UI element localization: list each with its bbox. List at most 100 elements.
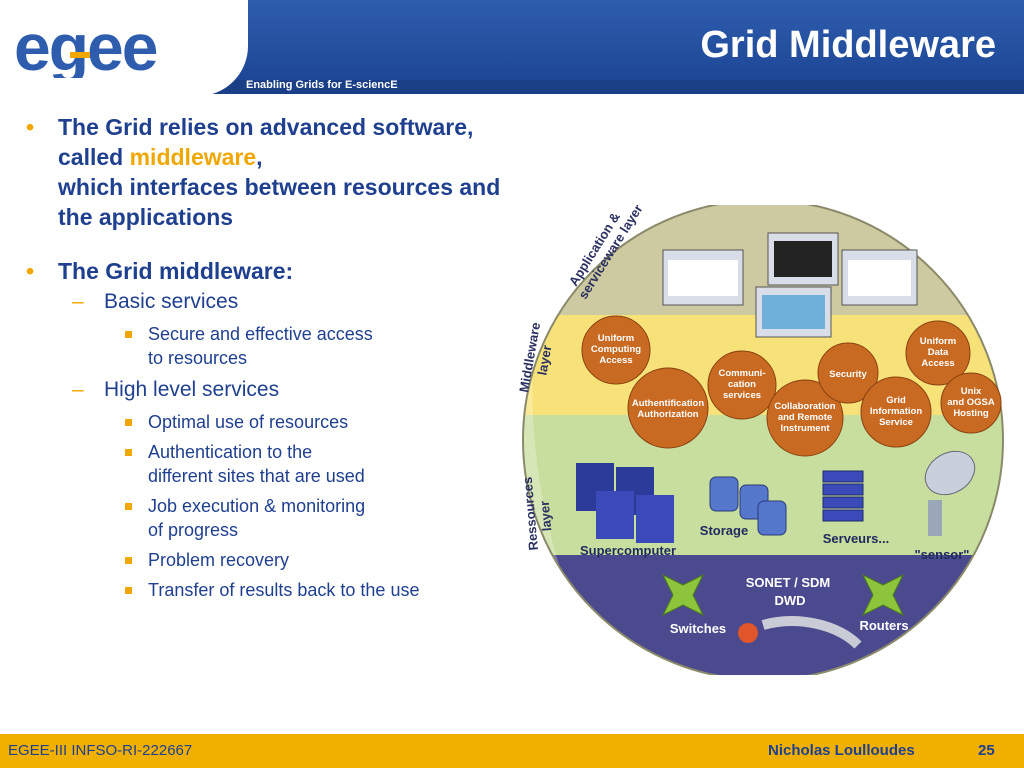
- bullet-text: The Grid relies on advanced software, ca…: [58, 114, 474, 170]
- middleware-layers-diagram: Application &serviceware layer Middlewar…: [516, 205, 1004, 675]
- item-transfer-results: Transfer of results back to the use: [20, 578, 520, 602]
- sub-bullet-high-level-services: – High level services: [20, 376, 520, 404]
- item-text: Problem recovery: [148, 550, 290, 570]
- item-text: Transfer of results back to the use: [148, 580, 420, 600]
- collaboration-circle: [766, 379, 844, 457]
- sensor-label: "sensor": [915, 547, 970, 562]
- supercomputer-block: [636, 495, 674, 543]
- bullet-square: [125, 587, 132, 594]
- slide-title: Grid Middleware: [700, 24, 996, 66]
- egee-logo: egee: [14, 18, 159, 78]
- telescope-dish: [924, 450, 976, 496]
- bullet-text: The Grid middleware:: [58, 258, 294, 284]
- bullet-square: [125, 449, 132, 456]
- bullet-square: [125, 331, 132, 338]
- item-authentication: Authentication to the different sites th…: [20, 440, 520, 488]
- server-unit: [822, 470, 864, 483]
- uniform-data-access-circle: [905, 320, 971, 386]
- item-problem-recovery: Problem recovery: [20, 548, 520, 572]
- router-icon: [861, 573, 905, 617]
- page-number: 25: [978, 742, 995, 759]
- storage-icon: [709, 476, 787, 536]
- header-bar: [150, 0, 1024, 80]
- tagline: Enabling Grids for E-sciencE: [246, 79, 398, 91]
- switches-label: Switches: [670, 621, 726, 636]
- sensor-telescope-icon: [924, 450, 976, 536]
- author-name: Nicholas Loulloudes: [768, 742, 915, 759]
- switch-icon: [661, 573, 705, 617]
- routers-label: Routers: [859, 618, 908, 633]
- sub-bullet-basic-services: – Basic services: [20, 288, 520, 316]
- bullet-dash: –: [72, 378, 84, 401]
- storage-label: Storage: [700, 523, 748, 538]
- bullet-dash: –: [72, 290, 84, 313]
- bullet-dot: •: [26, 114, 35, 140]
- logo-text: egee: [14, 18, 157, 78]
- storage-cylinder: [709, 476, 739, 512]
- servers-label: Serveurs...: [823, 531, 890, 546]
- app-window-icon: [774, 241, 832, 277]
- header-strip: [150, 80, 1024, 94]
- bullet-square: [125, 557, 132, 564]
- item-job-execution: Job execution & monitoring of progress: [20, 494, 520, 542]
- authentication-circle: [627, 367, 709, 449]
- telescope-base: [928, 500, 942, 536]
- servers-icon: [822, 470, 864, 522]
- item-text: Secure and effective access: [148, 324, 373, 344]
- diagram-outline: [522, 205, 1004, 675]
- project-id: EGEE-III INFSO-RI-222667: [8, 742, 193, 759]
- supercomputer-block: [596, 491, 634, 539]
- bullet-grid-middleware: • The Grid middleware:: [20, 256, 520, 286]
- resource-labels: Supercomputer Storage Serveurs... "senso…: [580, 523, 970, 562]
- item-text: different sites that are used: [148, 466, 365, 486]
- app-window-icon: [762, 295, 825, 329]
- server-unit: [822, 509, 864, 522]
- service-label: Security: [829, 369, 867, 380]
- sonet-label: SONET / SDM: [746, 575, 831, 590]
- item-text: Job execution & monitoring: [148, 496, 366, 516]
- bullet-square: [125, 419, 132, 426]
- security-circle: [817, 342, 879, 404]
- fiber-burst-icon: [738, 623, 758, 643]
- network-labels: SONET / SDM DWD Switches Routers: [670, 575, 909, 636]
- bullet-grid-relies: • The Grid relies on advanced software, …: [20, 112, 520, 232]
- resources-layer-label: Ressourceslayer: [520, 475, 556, 551]
- item-text: of progress: [148, 520, 239, 540]
- item-text: Authentication to the: [148, 442, 313, 462]
- middleware-highlight: middleware: [129, 144, 257, 170]
- item-text: to resources: [148, 348, 248, 368]
- item-optimal-use: Optimal use of resources: [20, 410, 520, 434]
- item-text: Optimal use of resources: [148, 412, 349, 432]
- logo-accent: [70, 52, 90, 58]
- server-unit: [822, 496, 864, 509]
- supercomputer-label: Supercomputer: [580, 543, 676, 558]
- app-window-icon: [668, 260, 738, 296]
- sub-bullet-text: High level services: [104, 378, 280, 401]
- uniform-computing-access-circle: [581, 315, 651, 385]
- logo-panel: [0, 0, 248, 96]
- application-screens: [662, 232, 918, 338]
- dwd-label: DWD: [774, 593, 805, 608]
- fiber-cable-icon: [761, 616, 862, 649]
- slide-header: egee Enabling Grids for E-sciencE Grid M…: [0, 0, 1024, 96]
- bullet-text-line2: which interfaces between resources and t…: [58, 174, 501, 230]
- server-unit: [822, 483, 864, 496]
- slide-footer: EGEE-III INFSO-RI-222667 Nicholas Loullo…: [0, 734, 1024, 768]
- storage-cylinder: [757, 500, 787, 536]
- item-secure-access: Secure and effective access to resources: [20, 322, 520, 370]
- communication-services-circle: [707, 350, 777, 420]
- bullet-text-comma: ,: [256, 144, 263, 170]
- bullet-content: • The Grid relies on advanced software, …: [20, 112, 520, 602]
- unix-ogsa-circle: [940, 372, 1002, 434]
- grid-information-circle: [860, 376, 932, 448]
- supercomputer-icon: [576, 463, 674, 543]
- service-circles: [581, 315, 1002, 457]
- bullet-square: [125, 503, 132, 510]
- app-window-icon: [848, 260, 911, 296]
